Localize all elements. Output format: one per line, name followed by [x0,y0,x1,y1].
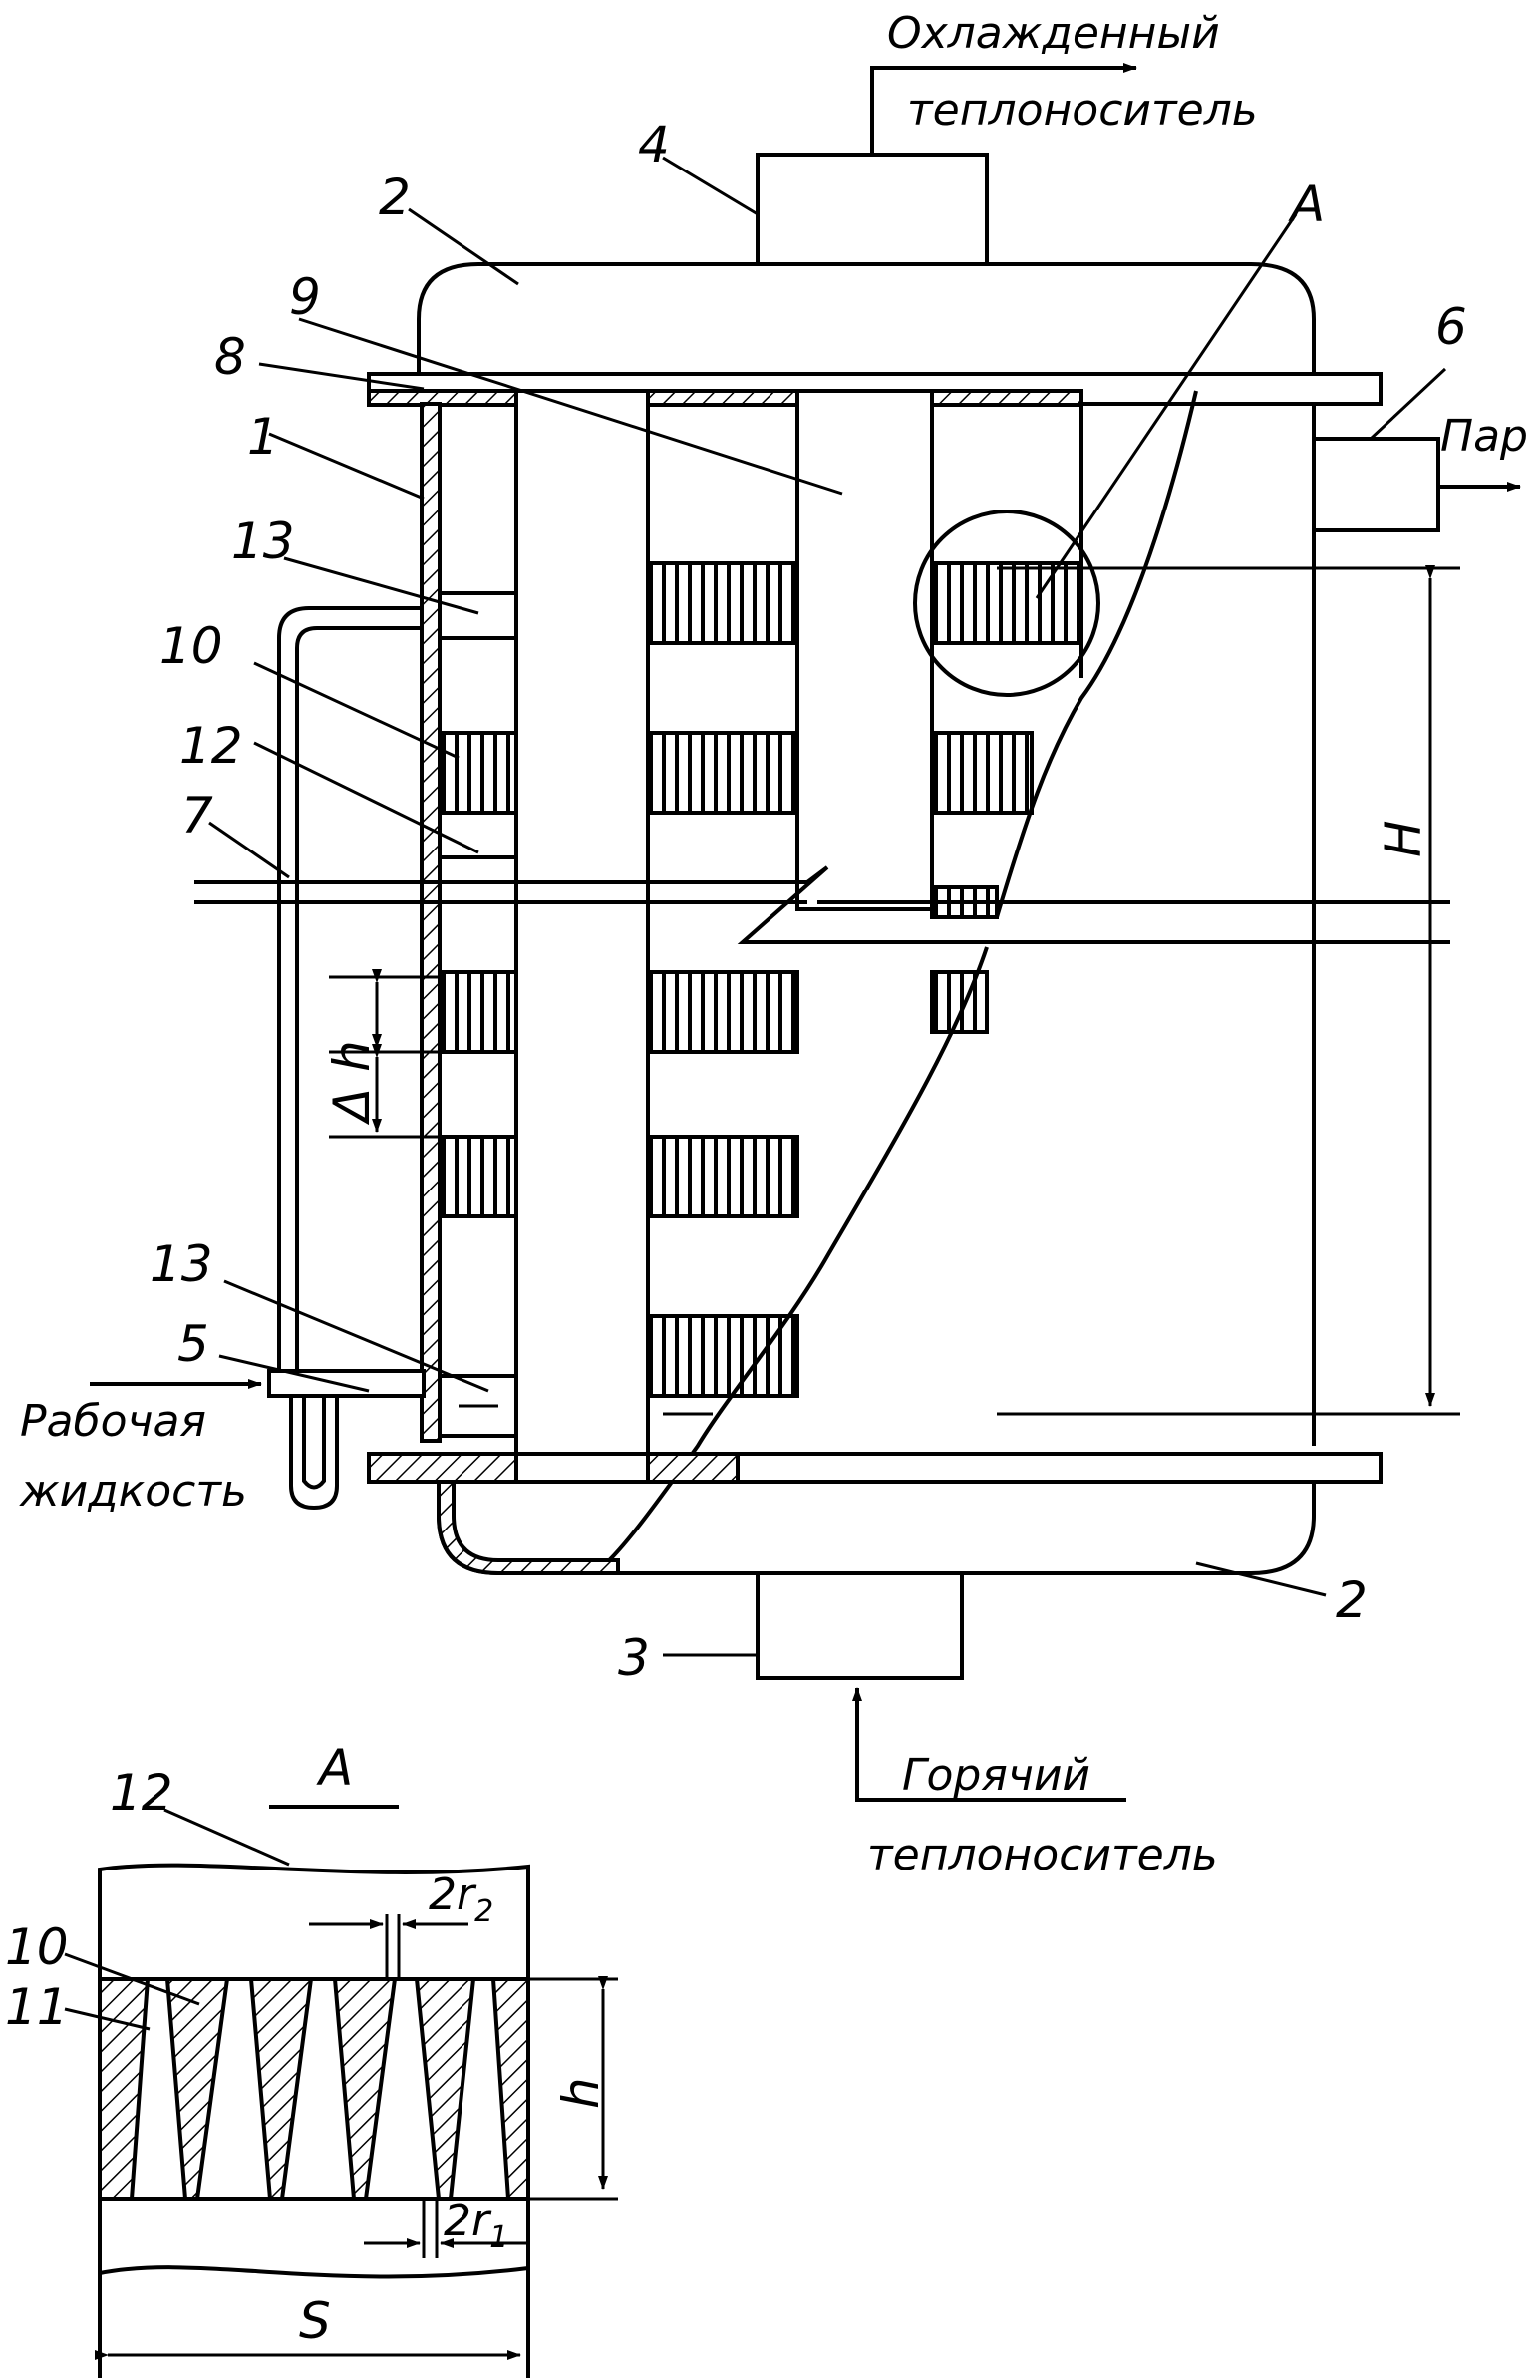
detail-callout-11: 11 [5,1978,69,2036]
dim-delta-h-label: Δ h [323,1040,381,1126]
detail-fin-6 [493,1979,528,2199]
detail-dim-h: h [552,2077,610,2109]
working-fluid-label-2: жидкость [19,1466,247,1517]
dimension-H [997,568,1460,1414]
wick-right-2 [932,733,1032,813]
wick-left-1 [440,733,516,813]
wick-right-4 [932,972,987,1032]
callout-3: 3 [618,1629,650,1687]
detail-bottom-wave [100,2267,528,2276]
callout-2-bottom: 2 [1336,1571,1368,1629]
outlet-label-1: Охлажденный [887,8,1220,59]
inlet-nozzle [758,1573,962,1678]
detail-a: A h S 2r2 2r1 [5,1739,618,2378]
detail-dim-s: S [299,2292,331,2350]
lower-sheet-hatch-mid [648,1454,738,1482]
bottom-header-hatch [439,1482,618,1573]
shell-wall-left [422,404,440,1441]
top-header [419,264,1314,374]
outlet-nozzle [758,155,987,264]
callout-8: 8 [214,328,246,386]
detail-fin-1 [100,1979,148,2199]
wick-left-2 [440,972,516,1052]
steam-outlet [1314,439,1438,530]
tube-left [516,391,648,1463]
detail-callout-12: 12 [110,1764,173,1822]
wick-mid-1 [648,563,797,643]
detail-fin-2 [167,1979,227,2199]
callout-10: 10 [159,617,223,675]
callout-2-top: 2 [379,169,411,226]
lower-tube-sheet [369,1454,1381,1482]
callout-6: 6 [1435,298,1467,356]
detail-dim-2r1: 2r1 [444,2196,508,2255]
callout-12: 12 [179,717,243,775]
detail-callout-10: 10 [5,1918,69,1976]
outlet-label-2: теплоноситель [907,85,1258,136]
callout-7: 7 [181,787,213,845]
callout-5: 5 [177,1315,209,1373]
callout-9: 9 [289,268,321,326]
wick-mid-5 [648,1316,797,1396]
steam-label: Пар [1440,411,1528,462]
wick-left-3 [440,1137,516,1216]
callout-A: A [1288,175,1325,233]
callout-1: 1 [247,408,279,466]
inlet-label-1: Горячий [902,1750,1090,1801]
detail-fin-4 [335,1979,395,2199]
callout-13-bottom: 13 [150,1235,213,1293]
feed-pipe [279,608,424,1371]
dim-H-label: H [1375,820,1432,857]
wick-right-1 [932,563,1081,643]
upper-sheet-hatch-left [369,391,516,405]
upper-sheet-hatch-right [932,391,1081,405]
inlet-pipe-5 [269,1371,424,1396]
wick-mid-3 [648,972,797,1052]
callout-4: 4 [638,116,670,173]
detail-dim-2r2: 2r2 [429,1870,493,1929]
u-tube [291,1396,337,1508]
detail-fin-3 [251,1979,311,2199]
wick-mid-2 [648,733,797,813]
inlet-label-2: теплоноситель [867,1830,1218,1880]
detail-a-title: A [316,1739,353,1797]
tube-mid [797,391,932,909]
upper-sheet-hatch-mid [648,391,797,405]
spacer-13-top [440,593,516,638]
detail-fin-5 [417,1979,473,2199]
wick-mid-4 [648,1137,797,1216]
callout-13-top: 13 [231,512,295,570]
working-fluid-label-1: Рабочая [20,1396,206,1447]
lower-sheet-hatch-left [369,1454,516,1482]
